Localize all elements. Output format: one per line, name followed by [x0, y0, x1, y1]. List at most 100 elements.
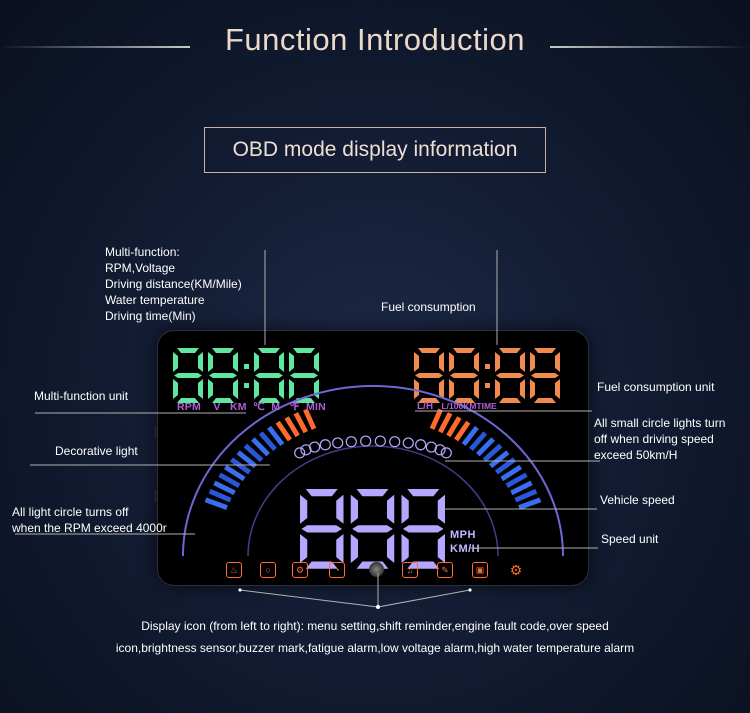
unit-mph: MPH [450, 529, 476, 541]
orange-digits [414, 348, 560, 403]
rpm-bar [284, 416, 300, 438]
small-circle-light [374, 435, 386, 447]
hud-graphics [173, 348, 564, 569]
green-unit-row: RPM V KM ℃ M ℉ MIN [177, 401, 326, 413]
unit-l100km-time: L/100KMTIME [441, 401, 497, 411]
brightness-sensor [369, 562, 384, 577]
unit-kmh: KM/H [450, 543, 481, 555]
gear-icon: ⚙ [509, 562, 523, 578]
outer-arc [182, 385, 564, 557]
rpm-bar [518, 497, 542, 510]
unit-rpm: RPM [177, 401, 201, 413]
ann-line: All small circle lights turn [594, 416, 726, 430]
rpm-bar [461, 425, 479, 447]
speed-icon: ◔ [329, 562, 345, 578]
small-circle-light [332, 437, 344, 449]
rpm-bar-arc-right [429, 408, 542, 510]
subtitle-box: OBD mode display information [204, 127, 546, 173]
fuel-consumption-annotation: Fuel consumption [381, 300, 476, 314]
small-circle-light [440, 447, 452, 459]
rpm-bar [275, 420, 292, 442]
rpm-bar [469, 431, 488, 452]
ann-line: off when driving speed [594, 432, 714, 446]
unit-km: KM [230, 401, 247, 413]
rpm-bar [258, 431, 277, 452]
unit-min: MIN [306, 401, 326, 413]
rpm-bar [303, 408, 317, 430]
small-circle-light [309, 441, 321, 453]
rpm-bar [230, 457, 252, 475]
speed-unit-annotation: Speed unit [601, 532, 659, 546]
ann-line: All light circle turns off [12, 505, 129, 519]
hud-side-tab [154, 490, 159, 502]
buzzer-icon: ♫ [402, 562, 418, 578]
small-circle-light [434, 444, 446, 456]
rpm-bar [251, 437, 270, 457]
rpm-bar [223, 464, 246, 482]
page-title: Function Introduction [224, 22, 525, 57]
small-circle-lights [294, 435, 452, 459]
engine-icon: ⚙ [292, 562, 308, 578]
rpm-bar [494, 457, 516, 475]
hud-display: RPM V KM ℃ M ℉ MIN L/H L/100KMTIME MPH K… [158, 331, 588, 585]
small-circle-light [402, 437, 414, 449]
rpm-bar [208, 488, 232, 503]
title-decor-line-right [550, 46, 750, 48]
ann-line: Driving time(Min) [105, 309, 196, 323]
decorative-light-annotation: Decorative light [55, 444, 138, 458]
title-decor-line-left [0, 46, 190, 48]
battery-icon: ▣ [472, 562, 488, 578]
green-digits [173, 348, 319, 403]
small-circle-light [389, 436, 401, 448]
multi-function-unit-annotation: Multi-function unit [34, 389, 129, 403]
orange-unit-row: L/H L/100KMTIME [417, 401, 497, 412]
ann-line: RPM,Voltage [105, 261, 176, 275]
rpm-bar [446, 416, 462, 438]
rpm-bar [213, 480, 236, 496]
small-circle-light [345, 436, 357, 448]
rpm-bar [218, 472, 241, 488]
ann-line: exceed 50km/H [594, 448, 678, 462]
rpm-bar [482, 443, 503, 463]
unit-lh: L/H [417, 401, 434, 412]
inner-arc [247, 445, 499, 557]
rpm-bar [267, 425, 285, 447]
rpm-bar [236, 450, 258, 469]
rpm-bar [476, 437, 495, 457]
vehicle-speed-annotation: Vehicle speed [600, 493, 675, 507]
caption-line: Display icon (from left to right): menu … [141, 619, 609, 633]
icon-caption: Display icon (from left to right): menu … [0, 615, 750, 659]
rpm-bar [514, 488, 538, 503]
rpm-bar [510, 480, 533, 496]
rpm-circle-annotation: All light circle turns off when the RPM … [12, 504, 167, 536]
small-circle-light [360, 435, 372, 447]
small-circle-light [319, 439, 331, 451]
unit-celsius: ℃ [252, 401, 265, 413]
hud-side-tab [154, 426, 159, 438]
unit-fahrenheit: ℉ [289, 401, 300, 413]
rpm-bar-arc-left [204, 408, 317, 510]
ann-line: Water temperature [105, 293, 205, 307]
caption-line: icon,brightness sensor,buzzer mark,fatig… [115, 641, 635, 655]
ann-line: Driving distance(KM/Mile) [105, 277, 242, 291]
brake-icon: ○ [260, 562, 276, 578]
rpm-bar [204, 497, 228, 510]
rpm-bar [429, 408, 443, 430]
fuel-consumption-unit-annotation: Fuel consumption unit [597, 380, 715, 394]
rpm-bar [438, 412, 453, 434]
multi-function-annotation: Multi-function: RPM,Voltage Driving dist… [105, 244, 242, 324]
small-circle-light [415, 439, 427, 451]
rpm-bar [243, 443, 264, 463]
rpm-bar [293, 412, 308, 434]
rpm-bar [505, 472, 528, 488]
unit-v: V [213, 401, 221, 413]
ann-line: Multi-function: [105, 245, 180, 259]
rpm-bar [454, 420, 471, 442]
thermometer-icon: ♨ [226, 562, 242, 578]
small-circle-light [294, 447, 306, 459]
rpm-bar [488, 450, 510, 469]
rpm-bar [500, 464, 523, 482]
ann-line: when the RPM exceed 4000r [12, 521, 167, 535]
unit-m: M [271, 401, 281, 413]
